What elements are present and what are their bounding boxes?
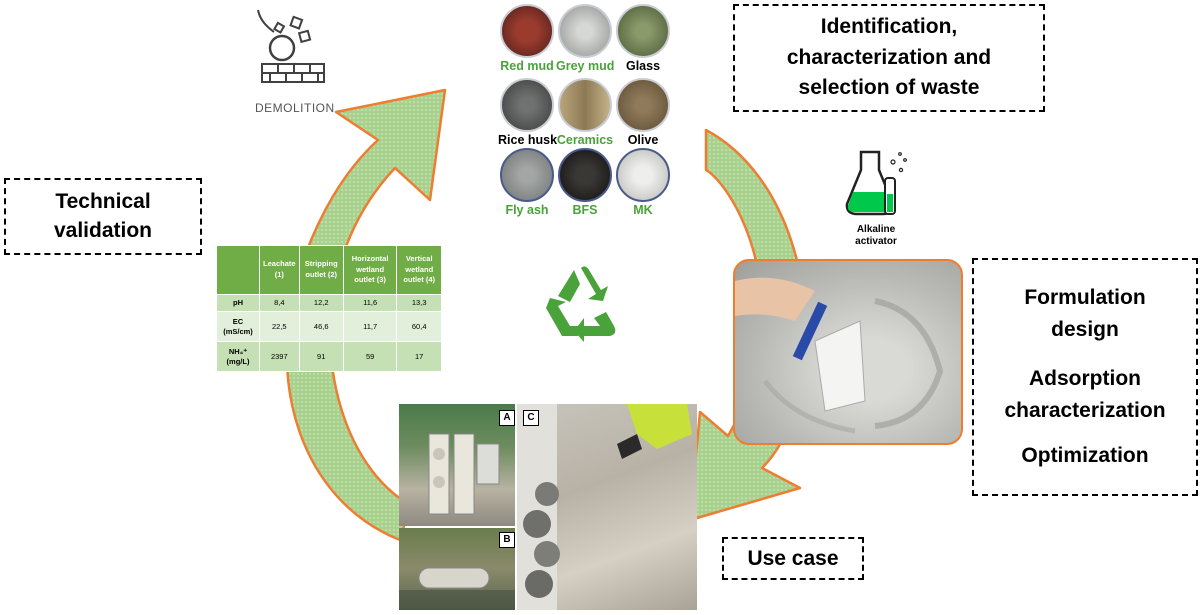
table-header-row: Leachate (1) Stripping outlet (2) Horizo… bbox=[217, 246, 442, 295]
waste-mk: MK bbox=[614, 148, 672, 217]
flask-icon bbox=[843, 148, 915, 220]
waste-rice-husk: Rice husk bbox=[498, 78, 556, 147]
grey-mud-image bbox=[558, 4, 612, 58]
waste-label: Red mud bbox=[498, 59, 556, 73]
demolition-label: DEMOLITION bbox=[255, 101, 335, 115]
photo-b-label: B bbox=[499, 532, 515, 548]
photo-c-label: C bbox=[523, 410, 539, 426]
photo-c-graphic bbox=[517, 404, 697, 610]
waste-label: Fly ash bbox=[498, 203, 556, 217]
table-cell: 13,3 bbox=[397, 295, 442, 312]
demolition-icon bbox=[252, 6, 332, 84]
activator-label-line: activator bbox=[846, 236, 906, 248]
technical-validation-box: Technical validation bbox=[4, 178, 202, 255]
table-row: pH 8,4 12,2 11,6 13,3 bbox=[217, 295, 442, 312]
results-table: Leachate (1) Stripping outlet (2) Horizo… bbox=[216, 245, 442, 372]
waste-grey-mud: Grey mud bbox=[556, 4, 614, 73]
table-cell: 46,6 bbox=[299, 312, 343, 342]
bfs-image bbox=[558, 148, 612, 202]
photo-b: B bbox=[399, 528, 515, 610]
table-header bbox=[217, 246, 260, 295]
table-cell: 91 bbox=[299, 342, 343, 372]
table-cell: 60,4 bbox=[397, 312, 442, 342]
rice-husk-image bbox=[500, 78, 554, 132]
waste-label: MK bbox=[614, 203, 672, 217]
formulation-box: Formulation design Adsorption characteri… bbox=[972, 258, 1198, 496]
waste-label: Grey mud bbox=[556, 59, 614, 73]
activator-label-line: Alkaline bbox=[846, 224, 906, 236]
table-cell: 12,2 bbox=[299, 295, 343, 312]
mixing-photo bbox=[733, 259, 963, 445]
formulation-design-text: Formulation design bbox=[974, 282, 1196, 345]
olive-image bbox=[616, 78, 670, 132]
table-header: Vertical wetland outlet (4) bbox=[397, 246, 442, 295]
use-case-box: Use case bbox=[722, 537, 864, 580]
recycle-icon bbox=[540, 264, 622, 342]
technical-validation-text: Technical validation bbox=[36, 188, 170, 245]
ceramics-image bbox=[558, 78, 612, 132]
table-cell: 11,6 bbox=[343, 295, 397, 312]
waste-glass: Glass bbox=[614, 4, 672, 73]
photo-a-graphic bbox=[399, 404, 515, 526]
identification-box: Identification, characterization and sel… bbox=[733, 4, 1045, 112]
identification-text: Identification, characterization and sel… bbox=[745, 12, 1033, 103]
waste-red-mud: Red mud bbox=[498, 4, 556, 73]
table-cell: 11,7 bbox=[343, 312, 397, 342]
waste-ceramics: Ceramics bbox=[556, 78, 614, 147]
photo-a-label: A bbox=[499, 410, 515, 426]
adsorption-text: Adsorption characterization bbox=[974, 363, 1196, 426]
table-header: Stripping outlet (2) bbox=[299, 246, 343, 295]
table-cell: 17 bbox=[397, 342, 442, 372]
table-cell: 2397 bbox=[260, 342, 300, 372]
fly-ash-image bbox=[500, 148, 554, 202]
table-cell: 8,4 bbox=[260, 295, 300, 312]
optimization-text: Optimization bbox=[1021, 440, 1148, 472]
waste-label: Olive bbox=[614, 133, 672, 147]
table-cell: NH₄⁺ (mg/L) bbox=[217, 342, 260, 372]
activator-label: Alkaline activator bbox=[846, 224, 906, 248]
table-cell: pH bbox=[217, 295, 260, 312]
waste-label: BFS bbox=[556, 203, 614, 217]
table-cell: 59 bbox=[343, 342, 397, 372]
waste-label: Rice husk bbox=[498, 133, 556, 147]
table-cell: 22,5 bbox=[260, 312, 300, 342]
waste-label: Glass bbox=[614, 59, 672, 73]
waste-bfs: BFS bbox=[556, 148, 614, 217]
waste-fly-ash: Fly ash bbox=[498, 148, 556, 217]
photo-b-graphic bbox=[399, 528, 515, 610]
photo-c: C bbox=[517, 404, 697, 610]
mixing-photo-graphic bbox=[735, 261, 961, 443]
waste-label: Ceramics bbox=[556, 133, 614, 147]
glass-image bbox=[616, 4, 670, 58]
photo-a: A bbox=[399, 404, 515, 526]
waste-olive: Olive bbox=[614, 78, 672, 147]
table-header: Leachate (1) bbox=[260, 246, 300, 295]
use-case-text: Use case bbox=[747, 547, 838, 571]
table-row: EC (mS/cm) 22,5 46,6 11,7 60,4 bbox=[217, 312, 442, 342]
mk-image bbox=[616, 148, 670, 202]
table-cell: EC (mS/cm) bbox=[217, 312, 260, 342]
red-mud-image bbox=[500, 4, 554, 58]
table-header: Horizontal wetland outlet (3) bbox=[343, 246, 397, 295]
table-row: NH₄⁺ (mg/L) 2397 91 59 17 bbox=[217, 342, 442, 372]
